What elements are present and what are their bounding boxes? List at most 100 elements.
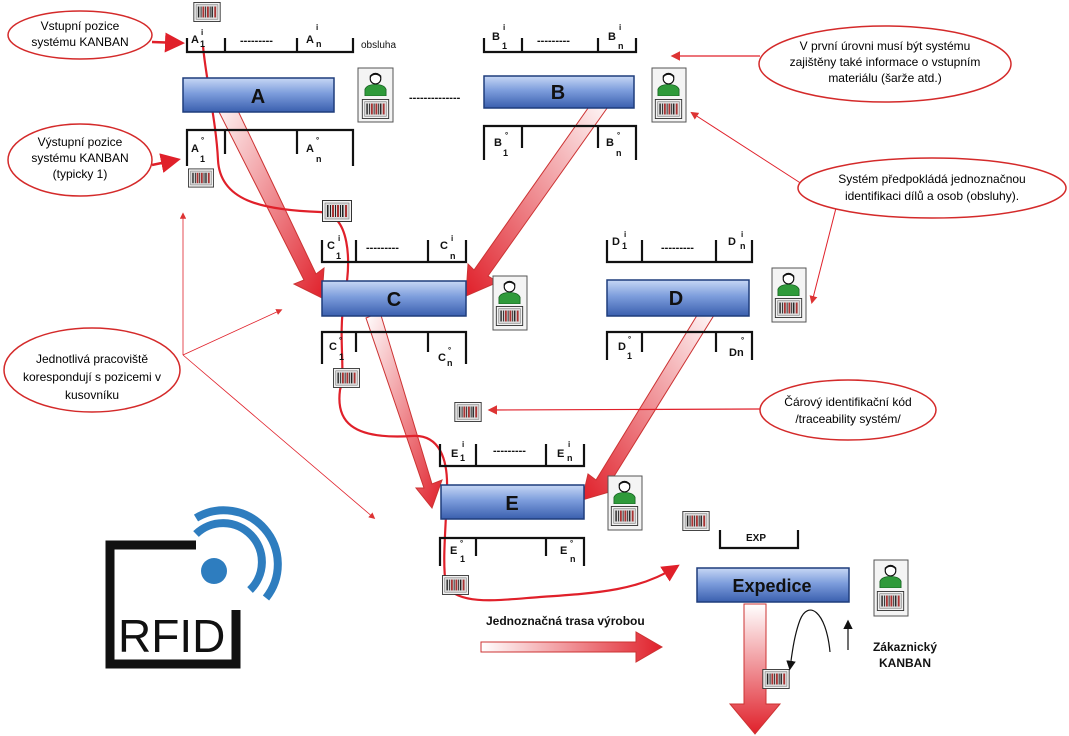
position-labels: Ai1 Ain A°1 A°n Bi1 Bin B°1 B°n Ci1 Cin … bbox=[191, 23, 766, 564]
svg-text:1: 1 bbox=[503, 148, 508, 158]
svg-text:---------: --------- bbox=[366, 242, 399, 254]
position-dots: --------- --------- --------- --------- … bbox=[240, 35, 694, 457]
svg-text:---------: --------- bbox=[537, 35, 570, 47]
station-a: A bbox=[182, 77, 335, 113]
station-expedice: Expedice bbox=[696, 567, 850, 603]
barcode-tag-exp bbox=[682, 511, 710, 531]
callout-output-kanban-line-2: systému KANBAN bbox=[31, 151, 128, 165]
rfid-logo: RFID bbox=[105, 506, 282, 669]
callout-arrows bbox=[151, 32, 837, 520]
svg-text:B: B bbox=[494, 137, 502, 149]
svg-text:1: 1 bbox=[339, 352, 344, 362]
svg-text:n: n bbox=[316, 39, 322, 49]
barcode-tag-dispatch bbox=[762, 669, 790, 689]
rfid-logo-text: RFID bbox=[118, 610, 225, 662]
callout-first-level: V první úrovni musí být systému zajištěn… bbox=[758, 25, 1012, 103]
dispatch-down-arrow bbox=[728, 603, 782, 735]
callout-input-kanban-line-2: systému KANBAN bbox=[31, 35, 128, 49]
svg-text:B: B bbox=[492, 31, 500, 43]
svg-text:i: i bbox=[503, 23, 505, 32]
svg-text:E: E bbox=[451, 448, 458, 460]
svg-text:--------------: -------------- bbox=[409, 92, 461, 104]
svg-text:1: 1 bbox=[336, 251, 341, 261]
flow-arrow-d-to-e bbox=[581, 303, 717, 501]
customer-kanban-line-1: Zákaznický bbox=[873, 640, 937, 654]
svg-text:E: E bbox=[450, 545, 457, 557]
svg-text:°: ° bbox=[570, 539, 573, 548]
svg-text:°: ° bbox=[201, 136, 204, 145]
customer-kanban-loop: Zákaznický KANBAN bbox=[786, 609, 937, 671]
svg-text:1: 1 bbox=[460, 554, 465, 564]
station-d-label: D bbox=[669, 288, 683, 310]
route-direction-arrow bbox=[480, 631, 664, 663]
svg-text:EXP: EXP bbox=[746, 533, 766, 544]
svg-text:i: i bbox=[619, 23, 621, 32]
callout-barcode-line-2: /traceability systém/ bbox=[795, 412, 901, 426]
svg-text:i: i bbox=[741, 230, 743, 239]
customer-kanban-line-2: KANBAN bbox=[879, 656, 931, 670]
callout-workplaces-line-2: korespondují s pozicemi v bbox=[23, 370, 161, 384]
svg-text:°: ° bbox=[617, 131, 620, 140]
svg-text:A: A bbox=[191, 143, 199, 155]
traceability-route-line bbox=[201, 45, 680, 602]
operator-e-icon bbox=[607, 475, 643, 531]
barcode-tag-e-out bbox=[442, 575, 469, 595]
svg-text:n: n bbox=[570, 554, 576, 564]
svg-text:°: ° bbox=[448, 346, 451, 355]
callout-workplaces: Jednotlivá pracoviště korespondují s poz… bbox=[3, 327, 181, 413]
svg-text:C: C bbox=[327, 240, 335, 252]
svg-text:1: 1 bbox=[502, 41, 507, 51]
svg-text:i: i bbox=[624, 230, 626, 239]
callout-output-kanban: Výstupní pozice systému KANBAN (typicky … bbox=[7, 123, 153, 197]
barcode-tag-a-in bbox=[193, 2, 221, 22]
operator-a-icon bbox=[357, 67, 394, 123]
svg-text:1: 1 bbox=[622, 241, 627, 251]
svg-text:---------: --------- bbox=[661, 242, 694, 254]
callout-identification-line-2: identifikaci dílů a osob (obsluhy). bbox=[845, 189, 1019, 203]
svg-text:°: ° bbox=[316, 136, 319, 145]
callout-barcode: Čárový identifikační kód /traceability s… bbox=[759, 379, 937, 441]
operator-b-icon bbox=[651, 67, 687, 123]
station-expedice-label: Expedice bbox=[732, 576, 811, 596]
callout-identification: Systém předpokládá jednoznačnou identifi… bbox=[797, 157, 1067, 219]
route-label: Jednoznačná trasa výrobou bbox=[486, 614, 645, 628]
svg-text:E: E bbox=[557, 448, 564, 460]
svg-text:n: n bbox=[567, 453, 573, 463]
svg-text:i: i bbox=[462, 440, 464, 449]
svg-text:E: E bbox=[560, 545, 567, 557]
callout-input-kanban: Vstupní pozice systému KANBAN bbox=[7, 10, 153, 60]
station-c: C bbox=[321, 280, 467, 317]
callout-input-kanban-line-1: Vstupní pozice bbox=[41, 19, 120, 33]
buffer-rails bbox=[185, 38, 800, 566]
svg-text:°: ° bbox=[741, 336, 744, 345]
svg-text:1: 1 bbox=[627, 351, 632, 361]
svg-text:C: C bbox=[440, 240, 448, 252]
callout-first-level-line-1: V první úrovni musí být systému bbox=[800, 39, 971, 53]
station-b-label: B bbox=[551, 82, 565, 104]
station-e: E bbox=[440, 484, 585, 520]
svg-text:B: B bbox=[608, 31, 616, 43]
svg-text:1: 1 bbox=[460, 453, 465, 463]
svg-text:A: A bbox=[191, 34, 199, 46]
callout-workplaces-line-1: Jednotlivá pracoviště bbox=[36, 352, 148, 366]
svg-text:°: ° bbox=[460, 539, 463, 548]
callout-first-level-line-2: zajištěny také informace o vstupním bbox=[790, 55, 981, 69]
svg-text:A: A bbox=[306, 34, 314, 46]
svg-text:n: n bbox=[618, 41, 624, 51]
operator-c-icon bbox=[492, 275, 528, 331]
svg-text:°: ° bbox=[505, 131, 508, 140]
svg-text:A: A bbox=[306, 143, 314, 155]
svg-text:D: D bbox=[618, 341, 626, 353]
callout-output-kanban-line-1: Výstupní pozice bbox=[38, 135, 123, 149]
svg-text:n: n bbox=[616, 148, 622, 158]
svg-text:D: D bbox=[612, 236, 620, 248]
callout-first-level-line-3: materiálu (šarže atd.) bbox=[828, 71, 941, 85]
svg-text:D: D bbox=[728, 236, 736, 248]
svg-text:1: 1 bbox=[200, 154, 205, 164]
svg-text:i: i bbox=[338, 234, 340, 243]
svg-text:n: n bbox=[447, 358, 453, 368]
operator-expedice-icon bbox=[873, 559, 909, 617]
callout-output-kanban-line-3: (typicky 1) bbox=[53, 167, 108, 181]
svg-text:i: i bbox=[451, 234, 453, 243]
